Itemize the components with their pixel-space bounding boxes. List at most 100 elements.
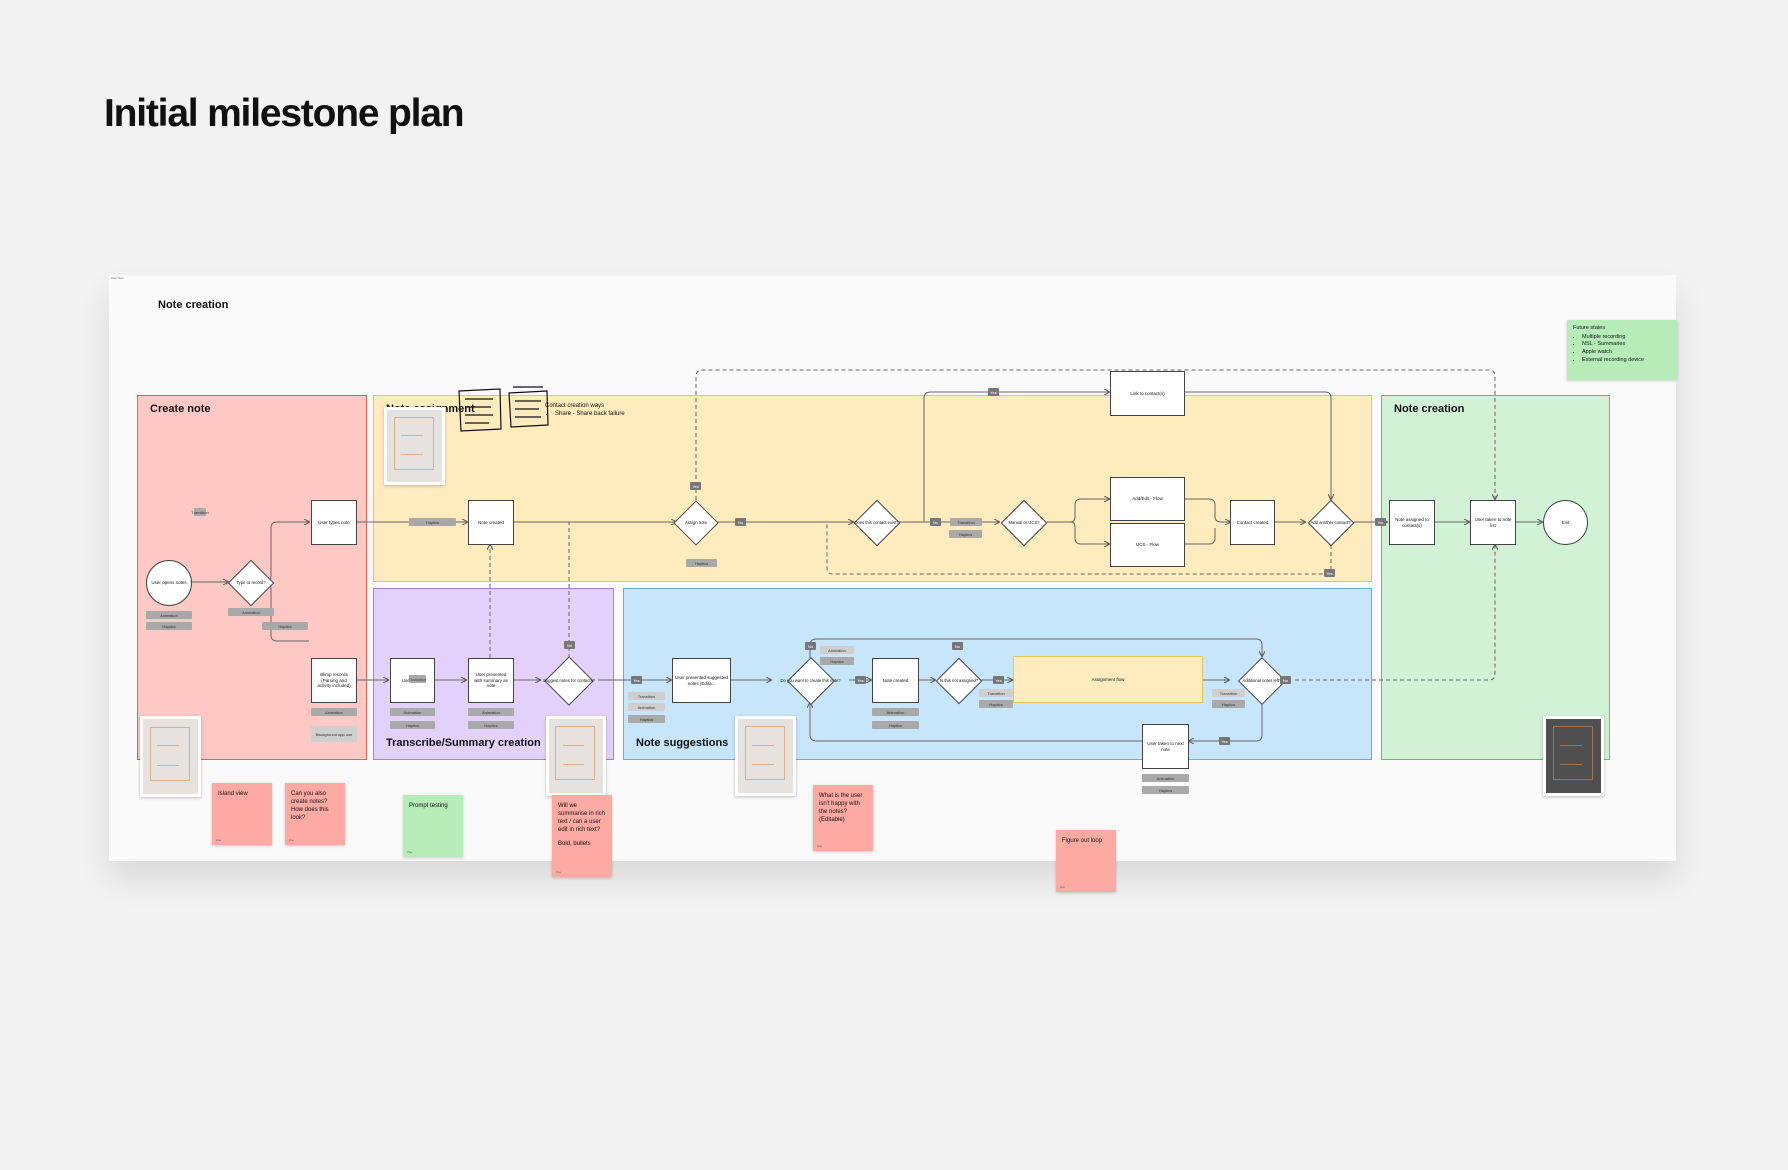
sticky-author: Zoe	[407, 849, 413, 854]
sticky-user-not-happy[interactable]: What is the user isn't happy with the no…	[813, 785, 873, 851]
node-link-to-contacts[interactable]: Link to contact(s)	[1110, 371, 1185, 416]
tag-no: No	[952, 642, 963, 650]
tag-yes: Yes	[1324, 569, 1335, 577]
decision-label: Add another contact?	[1310, 519, 1351, 525]
tag-yes: Yes	[988, 388, 999, 396]
tag-haptics: Haptics	[262, 622, 308, 630]
contact-ways-title: Contact creation ways	[545, 403, 605, 409]
decision-want-create-note[interactable]: Do you want to create this note?	[772, 656, 849, 705]
contact-creation-sketch	[458, 386, 549, 432]
tag-no: No	[1280, 676, 1291, 684]
tag-haptics: Haptics	[468, 721, 514, 729]
decision-contact-exists[interactable]: Does this contact exist?	[853, 499, 900, 546]
node-note-created[interactable]: Note created	[468, 500, 514, 545]
tag-transition: Transition	[950, 518, 982, 526]
sticky-author: Zoe	[817, 843, 823, 848]
sketch-photo[interactable]	[384, 407, 445, 485]
decision-label: Additional notes left?	[1242, 678, 1282, 684]
decision-label: Type or record?	[236, 580, 266, 586]
tag-yes: Yes	[690, 482, 701, 490]
sticky-figure-out-loop[interactable]: Figure out loop Zoe	[1056, 830, 1116, 892]
decision-additional-notes-left[interactable]: Additional notes left?	[1229, 656, 1295, 706]
tag-no: No	[735, 518, 746, 526]
sticky-author: Zoe	[556, 869, 562, 874]
node-note-created-suggested[interactable]: Note created	[872, 658, 919, 703]
tag-animation: Animation	[228, 608, 274, 616]
decision-suggest-notes[interactable]: Suggest notes for contacts?	[540, 656, 598, 706]
sketch-photo[interactable]	[546, 716, 606, 796]
node-user-opens-notes[interactable]: User opens notes	[146, 560, 192, 606]
sticky-text-secondary: Bold, bullets	[558, 841, 591, 848]
decision-assign-note[interactable]: Assign note	[673, 499, 719, 546]
tag-no: No	[930, 518, 941, 526]
board-corner-label: User flow	[111, 276, 124, 280]
section-title: Create note	[150, 403, 211, 415]
section-title: Transcribe/Summary creation	[386, 737, 541, 749]
node-user-taken-next-note[interactable]: User taken to next note	[1142, 724, 1189, 769]
sticky-text: Can you also create notes? How does this…	[291, 791, 329, 822]
page-title: Initial milestone plan	[104, 92, 465, 135]
tag-haptics: Haptics	[390, 721, 435, 729]
tag-haptics: Haptics	[628, 715, 665, 723]
node-note-list[interactable]: User taken to note list	[1470, 500, 1516, 545]
node-blimp-records[interactable]: Blimp records (Parsing and activity incl…	[311, 658, 357, 703]
tag-no: No	[1375, 518, 1386, 526]
sticky-text: Island view	[218, 791, 248, 797]
sticky-prompt-testing[interactable]: Prompt testing Zoe	[403, 795, 463, 857]
decision-label: Does this contact exist?	[854, 519, 899, 525]
sketch-photo[interactable]	[1543, 716, 1604, 796]
sticky-create-notes-question[interactable]: Can you also create notes? How does this…	[285, 783, 345, 845]
sticky-text: Prompt testing	[409, 803, 448, 809]
section-title: Note creation	[1394, 403, 1465, 415]
tag-transition: Transition	[979, 689, 1013, 697]
node-user-types-note[interactable]: User types note	[311, 500, 357, 545]
node-note-assigned[interactable]: Note assigned to contact(s)	[1389, 500, 1435, 545]
tag-haptics: Haptics	[409, 518, 456, 526]
decision-label: Do you want to create this note?	[780, 677, 841, 683]
tag-haptics: Haptics	[820, 657, 854, 665]
decision-label: Manual or UCS?	[1008, 519, 1040, 525]
tag-yes: Yes	[855, 676, 866, 684]
tag-animation: Animation	[820, 646, 854, 654]
tag-animation: Animation	[146, 611, 192, 619]
tag-animation: Animation	[628, 703, 665, 711]
tag-animation: Animation	[390, 708, 435, 716]
future-state-item: Multiple recording	[1582, 334, 1671, 342]
sticky-island-view[interactable]: Island view Zoe	[212, 783, 272, 845]
tag-background-app: Background app use	[311, 726, 357, 742]
tag-animation: Animation	[468, 708, 514, 716]
node-presented-suggested-notes[interactable]: User presented suggested notes (Edita...	[672, 658, 731, 703]
node-contact-created[interactable]: Contact created	[1230, 500, 1275, 545]
sketch-photo[interactable]	[140, 716, 201, 797]
node-ucs-flow[interactable]: UCS - Flow	[1110, 523, 1185, 567]
tag-transition: Transition	[191, 508, 209, 516]
node-exit[interactable]: Exit	[1543, 500, 1588, 545]
sticky-text: Will we summarise in rich text / can a u…	[558, 803, 606, 834]
future-states-note[interactable]: Future states Multiple recording NSL - S…	[1567, 320, 1677, 380]
future-state-item: Apple watch	[1582, 349, 1671, 357]
decision-label: Suggest notes for contacts?	[543, 678, 595, 684]
node-assignment-flow[interactable]: Assignment flow	[1013, 656, 1203, 703]
decision-label: Is this not assigned?	[939, 677, 979, 683]
tag-haptics: Haptics	[872, 721, 919, 729]
tag-yes: Yes	[631, 676, 642, 684]
sketch-photo[interactable]	[735, 716, 796, 796]
future-states-title: Future states	[1573, 325, 1606, 331]
sticky-author: Zoe	[289, 837, 295, 842]
decision-manual-or-ucs[interactable]: Manual or UCS?	[1000, 499, 1048, 546]
tag-haptics: Haptics	[1212, 700, 1245, 708]
tag-no: No	[564, 641, 575, 649]
decision-type-or-record[interactable]: Type or record?	[227, 559, 275, 607]
sticky-rich-text[interactable]: Will we summarise in rich text / can a u…	[552, 795, 612, 877]
decision-not-assigned[interactable]: Is this not assigned?	[935, 657, 983, 704]
node-user-presented-summary[interactable]: User presented with summary as note	[468, 658, 514, 703]
tag-transition: Transition	[408, 675, 427, 683]
decision-add-another-contact[interactable]: Add another contact?	[1307, 499, 1354, 546]
flow-board[interactable]: User flow Note creation Create note Note…	[109, 275, 1677, 892]
decision-label: Assign note	[685, 519, 707, 525]
node-add-edit-flow[interactable]: Add/Edit - Flow	[1110, 477, 1185, 521]
contact-creation-ways: Contact creation ways Share - Share back…	[545, 402, 625, 419]
tag-haptics: Haptics	[146, 622, 192, 630]
future-state-item: External recording device	[1582, 357, 1671, 365]
tag-animation: Animation	[1142, 774, 1189, 782]
